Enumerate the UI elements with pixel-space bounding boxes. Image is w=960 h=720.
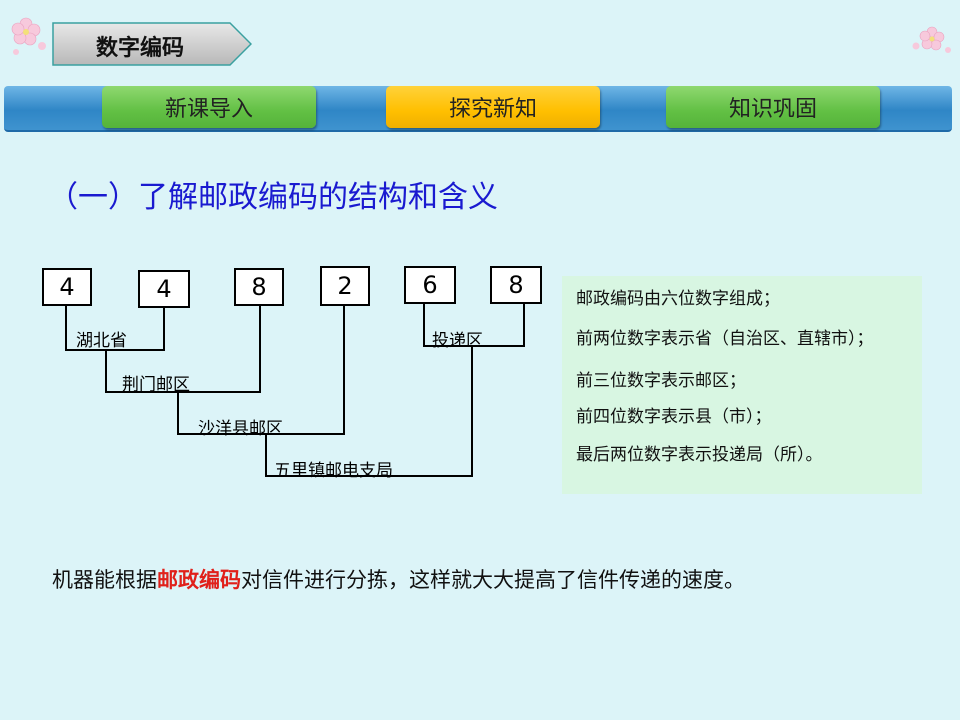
info-panel: [562, 276, 922, 494]
info-line: 邮政编码由六位数字组成；: [576, 289, 780, 309]
summary-sentence: 机器能根据邮政编码对信件进行分拣，这样就大大提高了信件传递的速度。: [52, 564, 745, 594]
tab-label: 新课导入: [164, 97, 253, 122]
summary-highlight: 邮政编码: [157, 568, 241, 592]
postal-digit-4: 2: [320, 266, 370, 306]
info-line: 最后两位数字表示投递局（所）。: [576, 445, 823, 465]
postal-digit-1: 4: [42, 268, 92, 306]
postal-digit-5: 6: [404, 266, 456, 304]
summary-before: 机器能根据: [52, 568, 157, 592]
postal-digit-2: 4: [138, 270, 190, 308]
tab-consolidate[interactable]: 知识巩固: [666, 86, 880, 128]
label-county: 沙洋县邮区: [198, 419, 283, 439]
title-badge: 数字编码: [52, 22, 252, 66]
label-postal-area: 荆门邮区: [122, 375, 190, 395]
postal-digit-6: 8: [490, 266, 542, 304]
summary-after: 对信件进行分拣，这样就大大提高了信件传递的速度。: [241, 568, 745, 592]
info-line: 前两位数字表示省（自治区、直辖市）；: [576, 329, 874, 349]
tab-explore[interactable]: 探究新知: [386, 86, 600, 128]
section-heading: （一）了解邮政编码的结构和含义: [48, 180, 498, 215]
label-province: 湖北省: [76, 331, 127, 351]
label-delivery-office: 五里镇邮电支局: [274, 461, 393, 481]
label-delivery-area: 投递区: [432, 331, 483, 351]
postal-digit-3: 8: [234, 268, 284, 306]
tab-new-lesson[interactable]: 新课导入: [102, 86, 316, 128]
tab-label: 探究新知: [448, 97, 537, 122]
badge-title: 数字编码: [96, 36, 185, 61]
info-line: 前四位数字表示县（市）；: [576, 407, 772, 427]
blossom-decoration-left-icon: [11, 17, 46, 55]
tab-label: 知识巩固: [728, 97, 817, 122]
blossom-decoration-right-icon: [912, 26, 951, 53]
info-line: 前三位数字表示邮区；: [576, 371, 746, 391]
title-badge-shape: [52, 22, 252, 66]
